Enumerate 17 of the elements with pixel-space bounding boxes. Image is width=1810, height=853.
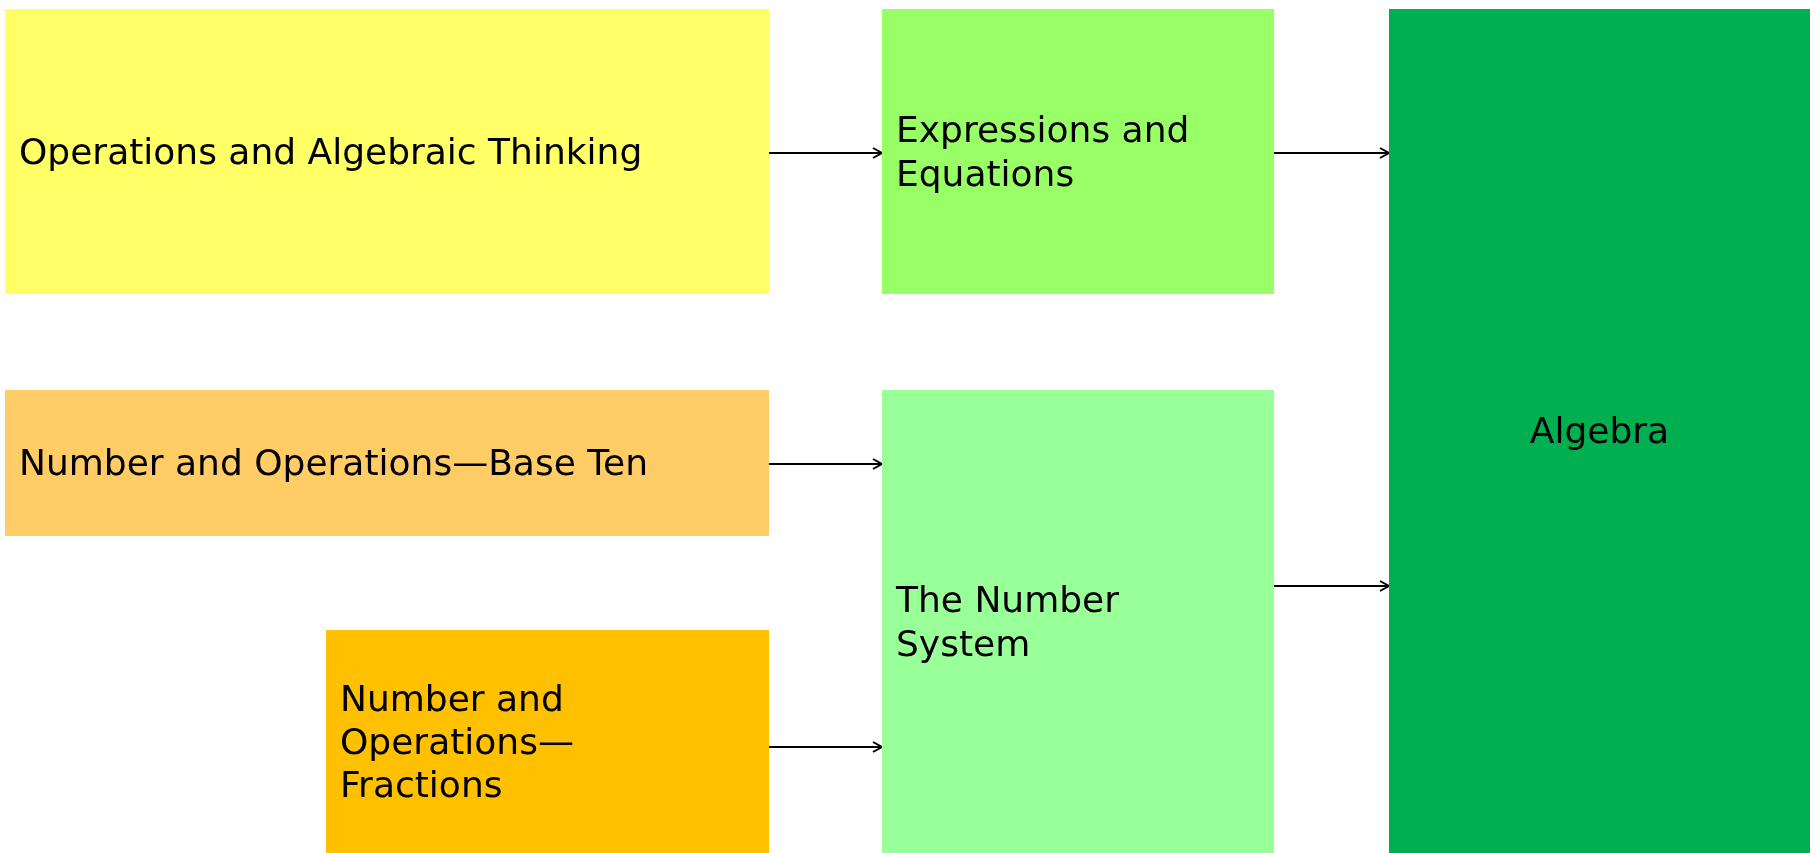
arrow xyxy=(1273,580,1390,592)
topic-box xyxy=(1389,9,1810,853)
topic-label: The Number System xyxy=(896,578,1120,665)
arrow xyxy=(768,147,883,159)
topic-label: Expressions and Equations xyxy=(896,108,1191,195)
arrow xyxy=(768,458,883,470)
topic-box xyxy=(326,630,769,853)
topic-label: Number and Operations—Fractions xyxy=(340,676,575,807)
topic-box xyxy=(5,9,769,294)
topic-box xyxy=(5,390,769,536)
arrow xyxy=(1273,147,1390,159)
topic-label: Operations and Algebraic Thinking xyxy=(19,129,643,174)
arrow xyxy=(768,741,883,753)
topic-label: Number and Operations—Base Ten xyxy=(19,441,649,485)
topic-label: Algebra xyxy=(1529,409,1670,453)
topic-box xyxy=(882,9,1274,294)
topic-box xyxy=(882,390,1274,853)
